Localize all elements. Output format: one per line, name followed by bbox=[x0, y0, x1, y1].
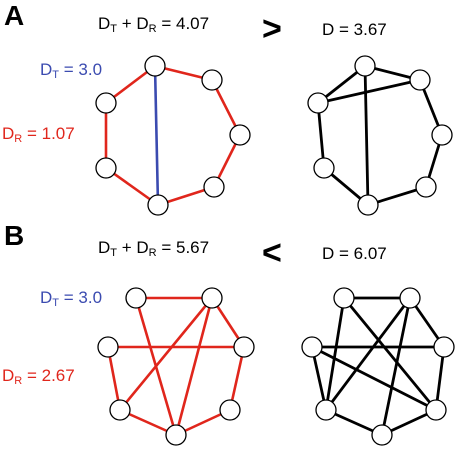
eq-value: = 5.67 bbox=[156, 238, 210, 257]
graph-a-decomposed bbox=[95, 55, 251, 216]
panel-a-dr-label: DR = 1.07 bbox=[2, 124, 75, 145]
graph-node bbox=[125, 287, 147, 309]
graph-node bbox=[219, 399, 241, 421]
graph-edge bbox=[324, 296, 412, 412]
panel-a-comparison: > bbox=[262, 10, 282, 48]
graph-node bbox=[333, 287, 355, 309]
eq-plus: + bbox=[117, 14, 137, 33]
graph-node bbox=[409, 69, 431, 91]
graph-edge bbox=[228, 345, 246, 412]
graph-edge bbox=[363, 64, 370, 207]
panel-b-right-equation: D = 6.07 bbox=[322, 244, 387, 263]
eq-var: D bbox=[98, 238, 111, 257]
dr-value: = 2.67 bbox=[22, 366, 75, 385]
graph-edge bbox=[310, 345, 438, 412]
graph-node bbox=[95, 157, 117, 179]
graph-node bbox=[233, 336, 255, 358]
graph-edge bbox=[153, 64, 160, 207]
graph-node bbox=[201, 287, 223, 309]
graph-edge bbox=[380, 296, 412, 437]
graph-node bbox=[371, 424, 393, 446]
panel-a-right-equation: D = 3.67 bbox=[322, 20, 387, 39]
panel-b-left-equation: DT + DR = 5.67 bbox=[98, 238, 209, 259]
graph-node bbox=[144, 55, 166, 77]
graph-node bbox=[315, 399, 337, 421]
panel-label-a: A bbox=[4, 0, 25, 31]
graph-edge bbox=[106, 345, 122, 412]
panel-b-comparison: < bbox=[262, 234, 282, 272]
graph-edge bbox=[310, 345, 328, 412]
graph-b-decomposed bbox=[97, 287, 255, 446]
graph-node bbox=[229, 124, 251, 146]
graph-b-full bbox=[301, 287, 455, 446]
graph-node bbox=[431, 124, 453, 146]
eq-plus: + bbox=[117, 238, 137, 257]
graph-node bbox=[97, 336, 119, 358]
graph-node bbox=[307, 92, 329, 114]
graph-node bbox=[357, 194, 379, 216]
graph-node bbox=[425, 399, 447, 421]
panel-b-dt-label: DT = 3.0 bbox=[40, 288, 102, 309]
graph-node bbox=[201, 69, 223, 91]
dt-sub: T bbox=[52, 69, 60, 81]
graph-node bbox=[415, 176, 437, 198]
graph-edge bbox=[316, 101, 326, 170]
graph-node bbox=[165, 424, 187, 446]
graph-edge bbox=[316, 78, 422, 105]
dt-var: D bbox=[40, 288, 53, 307]
dr-var: D bbox=[2, 124, 15, 143]
graph-edge bbox=[342, 296, 438, 412]
graph-edge bbox=[118, 296, 214, 412]
graph-node bbox=[109, 399, 131, 421]
graph-node bbox=[147, 194, 169, 216]
graph-edge bbox=[174, 296, 214, 437]
graph-node bbox=[301, 336, 323, 358]
eq-sub: T bbox=[110, 23, 118, 35]
graph-node bbox=[354, 55, 376, 77]
dt-value: = 3.0 bbox=[59, 288, 103, 307]
graph-node bbox=[203, 176, 225, 198]
graph-node bbox=[313, 157, 335, 179]
graph-node bbox=[399, 287, 421, 309]
eq-sub: T bbox=[110, 247, 118, 259]
graph-node bbox=[95, 92, 117, 114]
eq-var: D bbox=[136, 14, 149, 33]
dr-sub: R bbox=[14, 133, 23, 145]
panel-label-b: B bbox=[4, 220, 25, 251]
graph-node bbox=[433, 336, 455, 358]
eq-var: D bbox=[136, 238, 149, 257]
dt-var: D bbox=[40, 60, 53, 79]
dr-var: D bbox=[2, 366, 15, 385]
panel-a-left-equation: DT + DR = 4.07 bbox=[98, 14, 209, 35]
eq-value: = 4.07 bbox=[156, 14, 210, 33]
eq-var: D bbox=[98, 14, 111, 33]
panel-a-dt-label: DT = 3.0 bbox=[40, 60, 102, 81]
eq-sub: R bbox=[148, 23, 157, 35]
eq-sub: R bbox=[148, 247, 157, 259]
dt-sub: T bbox=[52, 297, 60, 309]
dr-value: = 1.07 bbox=[22, 124, 75, 143]
dr-sub: R bbox=[14, 375, 23, 387]
panel-b-dr-label: DR = 2.67 bbox=[2, 366, 75, 387]
graph-a-full bbox=[307, 55, 453, 216]
dt-value: = 3.0 bbox=[59, 60, 103, 79]
graph-edge bbox=[324, 296, 346, 412]
